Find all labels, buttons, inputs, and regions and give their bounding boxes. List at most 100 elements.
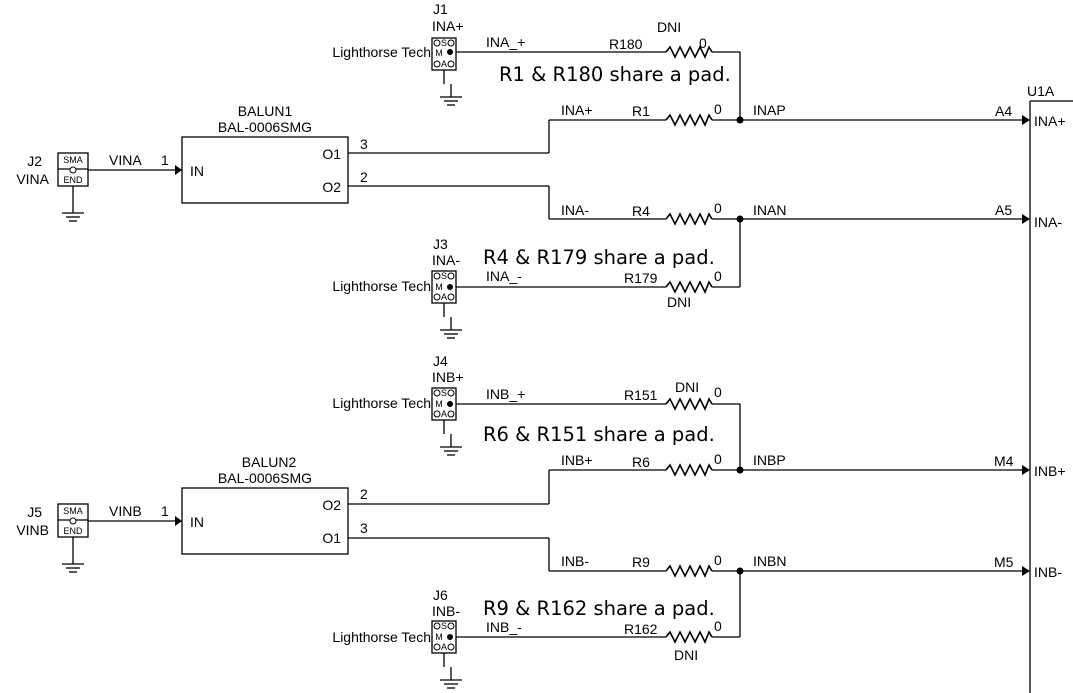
pin-label-m: M xyxy=(435,48,443,58)
pin-label-a: A xyxy=(441,642,447,652)
wire-label: INB_- xyxy=(486,619,522,635)
balun-pin-out-top: O1 xyxy=(322,146,341,162)
note-text: R1 & R180 share a pad. xyxy=(499,63,731,86)
wires xyxy=(88,51,1022,638)
pin-label-m: M xyxy=(435,632,443,642)
balun2: BALUN2 BAL-0006SMG IN O2 O1 2 3 xyxy=(181,454,368,555)
ic-ref: U1A xyxy=(1027,83,1055,99)
resistor-r1 xyxy=(665,113,713,127)
wire-label: INA_- xyxy=(486,268,522,284)
resistor-ref: R9 xyxy=(632,554,650,570)
resistor-value: 0 xyxy=(714,552,722,568)
connector-ref: J6 xyxy=(433,587,448,603)
resistor-ref: R4 xyxy=(632,203,650,219)
connector-vendor: Lighthorse Tech xyxy=(332,278,431,294)
net-label: INBN xyxy=(753,553,786,569)
resistor-ref: R6 xyxy=(632,454,650,470)
net-labels: INA+ INA- INB+ INB- INAP INAN INBP INBN xyxy=(561,102,786,569)
dni-label: DNI xyxy=(657,19,681,35)
ic-pin-name: INB+ xyxy=(1034,463,1066,479)
balun-part: BAL-0006SMG xyxy=(218,470,312,486)
connector-net: INB- xyxy=(432,603,460,619)
connector-vendor: Lighthorse Tech xyxy=(332,395,431,411)
pin-label-a: A xyxy=(441,292,447,302)
net-label: INA+ xyxy=(561,102,593,118)
pin-arrow xyxy=(1022,566,1030,576)
dni-label: DNI xyxy=(667,294,691,310)
pin-number: 3 xyxy=(360,520,368,536)
ic-pin-name: INA+ xyxy=(1034,113,1066,129)
pin-arrow xyxy=(1022,115,1030,125)
ic-pin-number: A5 xyxy=(995,202,1012,218)
pin-label-sma: SMA xyxy=(63,155,83,165)
balun-pin-out-bottom: O1 xyxy=(322,530,341,546)
connector-j5: SMA END J5 VINB VINB 1 xyxy=(16,503,169,573)
pin-label-a: A xyxy=(441,409,447,419)
pin-label-s: S xyxy=(441,271,447,281)
resistor-value: 0 xyxy=(714,451,722,467)
junction-dot xyxy=(736,116,744,124)
note-text: R4 & R179 share a pad. xyxy=(483,246,715,269)
balun-pin-out-bottom: O2 xyxy=(322,179,341,195)
pin-number: 3 xyxy=(360,136,368,152)
resistor-ref: R180 xyxy=(609,36,643,52)
ic-pin-name: INA- xyxy=(1034,214,1062,230)
pin-arrow xyxy=(1022,465,1030,475)
resistor-r6 xyxy=(665,463,713,477)
net-label: INAN xyxy=(753,202,786,218)
pin-number: 2 xyxy=(360,486,368,502)
balun-pin-in: IN xyxy=(190,514,204,530)
connector-net: VINB xyxy=(16,522,49,538)
resistor-ref: R151 xyxy=(624,387,658,403)
resistor-r162 xyxy=(665,630,713,644)
balun-ref: BALUN2 xyxy=(242,454,297,470)
connector-j2: SMA END J2 VINA VINA 1 xyxy=(16,152,169,222)
notes: R1 & R180 share a pad. R4 & R179 share a… xyxy=(483,63,731,620)
balun-ref: BALUN1 xyxy=(238,103,293,119)
resistor-value: 0 xyxy=(699,35,707,51)
resistor-r151 xyxy=(665,397,713,411)
resistor-value: 0 xyxy=(714,618,722,634)
pin-number: 1 xyxy=(161,503,169,519)
resistor-r180 xyxy=(665,45,713,59)
connector-net: INA- xyxy=(432,252,460,268)
pin-arrow xyxy=(175,165,182,175)
connector-vendor: Lighthorse Tech xyxy=(332,629,431,645)
dni-label: DNI xyxy=(674,647,698,663)
wire-label: INB_+ xyxy=(486,386,525,402)
connector-ref: J5 xyxy=(27,504,42,520)
connector-ref: J1 xyxy=(433,1,448,17)
pin-label-a: A xyxy=(441,59,447,69)
ic-pin-number: M5 xyxy=(994,554,1014,570)
connector-net: INB+ xyxy=(432,369,464,385)
junction-dot xyxy=(736,466,744,474)
note-text: R6 & R151 share a pad. xyxy=(483,423,715,446)
resistor-value: 0 xyxy=(714,268,722,284)
ic-pin-number: M4 xyxy=(994,453,1014,469)
wire-label: VINB xyxy=(109,503,142,519)
pin-label-s: S xyxy=(441,38,447,48)
resistor-value: 0 xyxy=(714,200,722,216)
resistor-labels: DNI R180 0 R1 0 R4 0 R179 0 DNI DNI R151… xyxy=(609,19,722,663)
resistor-r4 xyxy=(665,212,713,226)
connector-j4: S M A J4 INB+ Lighthorse Tech INB_+ xyxy=(332,353,525,456)
connector-j6: S M A J6 INB- Lighthorse Tech INB_- xyxy=(332,587,522,689)
connector-ref: J3 xyxy=(433,236,448,252)
ic-pin-number: A4 xyxy=(995,103,1012,119)
pin-label-end: END xyxy=(63,526,83,536)
balun-pin-out-top: O2 xyxy=(322,497,341,513)
net-label: INAP xyxy=(753,102,786,118)
balun-part: BAL-0006SMG xyxy=(218,119,312,135)
balun-pin-in: IN xyxy=(190,163,204,179)
resistor-ref: R1 xyxy=(632,103,650,119)
pin-arrow xyxy=(1022,214,1030,224)
pin-label-m: M xyxy=(435,282,443,292)
pin-number: 1 xyxy=(161,152,169,168)
resistor-value: 0 xyxy=(714,384,722,400)
dni-label: DNI xyxy=(675,379,699,395)
connector-j1: S M A J1 INA+ Lighthorse Tech INA_+ xyxy=(332,1,525,106)
connector-ref: J4 xyxy=(433,353,448,369)
net-label: INB- xyxy=(561,553,589,569)
balun1: BALUN1 BAL-0006SMG IN O1 O2 3 2 xyxy=(181,103,368,204)
